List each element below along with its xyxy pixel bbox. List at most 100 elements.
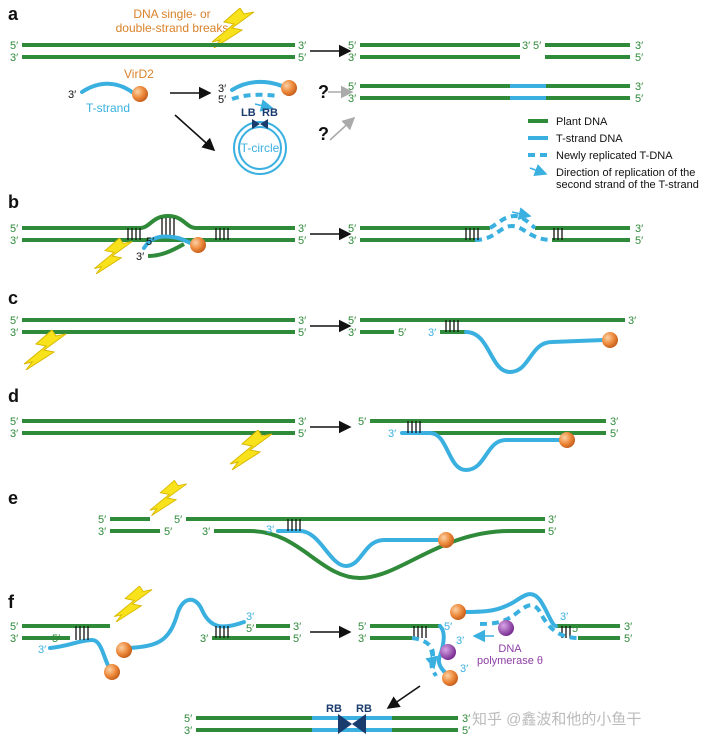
end-label: 3′ (462, 713, 470, 725)
end-label: 5′ (444, 621, 452, 633)
microhomology-bars (75, 626, 89, 640)
end-label: 5′ (246, 623, 254, 635)
end-label: 5′ (348, 81, 356, 93)
replicated-strand (488, 213, 537, 230)
end-label: 5′ (146, 236, 154, 248)
end-label: 5′ (635, 235, 643, 247)
end-label: 5′ (174, 514, 182, 526)
end-label: 5′ (635, 52, 643, 64)
end-label: 5′ (298, 327, 306, 339)
lightning-icon (229, 430, 273, 470)
end-label: 3′ (10, 52, 18, 64)
end-label: 3′ (38, 644, 46, 656)
end-label: 5′ (348, 40, 356, 52)
replication-direction-arrow (254, 99, 274, 112)
virD2-protein (104, 664, 120, 680)
t-circle (233, 121, 287, 175)
panel-b: b 5′ 3′ 3′ 5′ 5′ 3′ (8, 192, 643, 274)
rb-label-right: RB (356, 703, 372, 715)
rb-label-left: RB (326, 703, 342, 715)
t-strand (400, 431, 562, 473)
end-label: 5′ (52, 633, 60, 645)
end-label: 3′ (200, 633, 208, 645)
replicated-strand (479, 603, 579, 640)
end-label: 3′ (624, 621, 632, 633)
polymerase-label-line2: polymerase θ (477, 655, 543, 667)
end-label: 5′ (10, 315, 18, 327)
end-label: 3′ (184, 725, 192, 737)
end-label: 3′ (348, 52, 356, 64)
virD2-protein (602, 332, 618, 348)
lb-label: LB (241, 107, 256, 119)
end-label: 3′ (246, 611, 254, 623)
panel-label-f: f (8, 592, 15, 612)
plant-dna-displaced (214, 529, 545, 581)
end-label: 5′ (533, 40, 541, 52)
end-label: 3′ (456, 635, 464, 647)
lightning-icon (149, 480, 188, 516)
t-strand (230, 79, 284, 92)
microhomology-bars (465, 228, 563, 240)
end-label: 3′ (348, 327, 356, 339)
microhomology-bars (445, 320, 459, 332)
end-label: 3′ (298, 315, 306, 327)
end-label: 3′ (610, 416, 618, 428)
end-label: 3′ (560, 611, 568, 623)
end-label: 5′ (348, 223, 356, 235)
end-label: 5′ (398, 327, 406, 339)
legend: Plant DNA T-strand DNA Newly replicated … (528, 116, 699, 191)
end-label: 5′ (10, 416, 18, 428)
end-label: 3′ (293, 621, 301, 633)
t-circle-label: T-circle (241, 141, 280, 155)
end-label: 5′ (548, 526, 556, 538)
end-label: 3′ (68, 89, 76, 101)
end-label: 5′ (293, 633, 301, 645)
end-label: 3′ (298, 223, 306, 235)
plant-dna-top (22, 213, 295, 230)
legend-label: Direction of replication of the (556, 167, 695, 179)
end-label: 5′ (164, 526, 172, 538)
end-label: 5′ (462, 725, 470, 737)
rb-border-icon (260, 119, 268, 129)
legend-label: Newly replicated T-DNA (556, 150, 673, 162)
end-label: 3′ (548, 514, 556, 526)
panel-d: d 5′ 3′ 3′ 5′ 5′ 3′ 3′ 5′ (8, 386, 618, 473)
replication-direction-arrow (511, 207, 532, 220)
end-label: 3′ (266, 524, 274, 536)
replicated-strand (474, 223, 553, 242)
t-strand (48, 637, 116, 674)
end-label: 3′ (460, 663, 468, 675)
microhomology-bars (127, 218, 229, 240)
end-label: 5′ (298, 52, 306, 64)
virD2-protein (132, 86, 148, 102)
end-label: 5′ (358, 621, 366, 633)
break-label-line2: double-strand breaks (116, 21, 229, 35)
end-label: 5′ (624, 633, 632, 645)
panel-label-d: d (8, 386, 19, 406)
virD2-protein (281, 80, 297, 96)
rb-label: RB (262, 107, 278, 119)
virD2-protein (442, 670, 458, 686)
panel-a: a DNA single- or double-strand breaks 5′… (8, 4, 699, 191)
t-strand (464, 330, 606, 375)
rb-border-icon (352, 714, 366, 734)
end-label: 3′ (358, 633, 366, 645)
replicated-strand (411, 636, 438, 677)
polymerase-label-line1: DNA (498, 643, 522, 655)
end-label: 5′ (184, 713, 192, 725)
end-label: 3′ (10, 327, 18, 339)
legend-label: Plant DNA (556, 116, 608, 128)
replicated-strand (231, 92, 279, 101)
lightning-icon (113, 586, 153, 622)
virD2-protein (450, 604, 466, 620)
end-label: 3′ (635, 223, 643, 235)
end-label: 5′ (610, 428, 618, 440)
end-label: 3′ (202, 526, 210, 538)
uncertain-arrow (329, 116, 356, 141)
lightning-icon (23, 330, 67, 370)
end-label: 5′ (10, 621, 18, 633)
end-label: 5′ (348, 315, 356, 327)
virD2-protein (559, 432, 575, 448)
end-label: 3′ (635, 40, 643, 52)
end-label: 5′ (10, 40, 18, 52)
